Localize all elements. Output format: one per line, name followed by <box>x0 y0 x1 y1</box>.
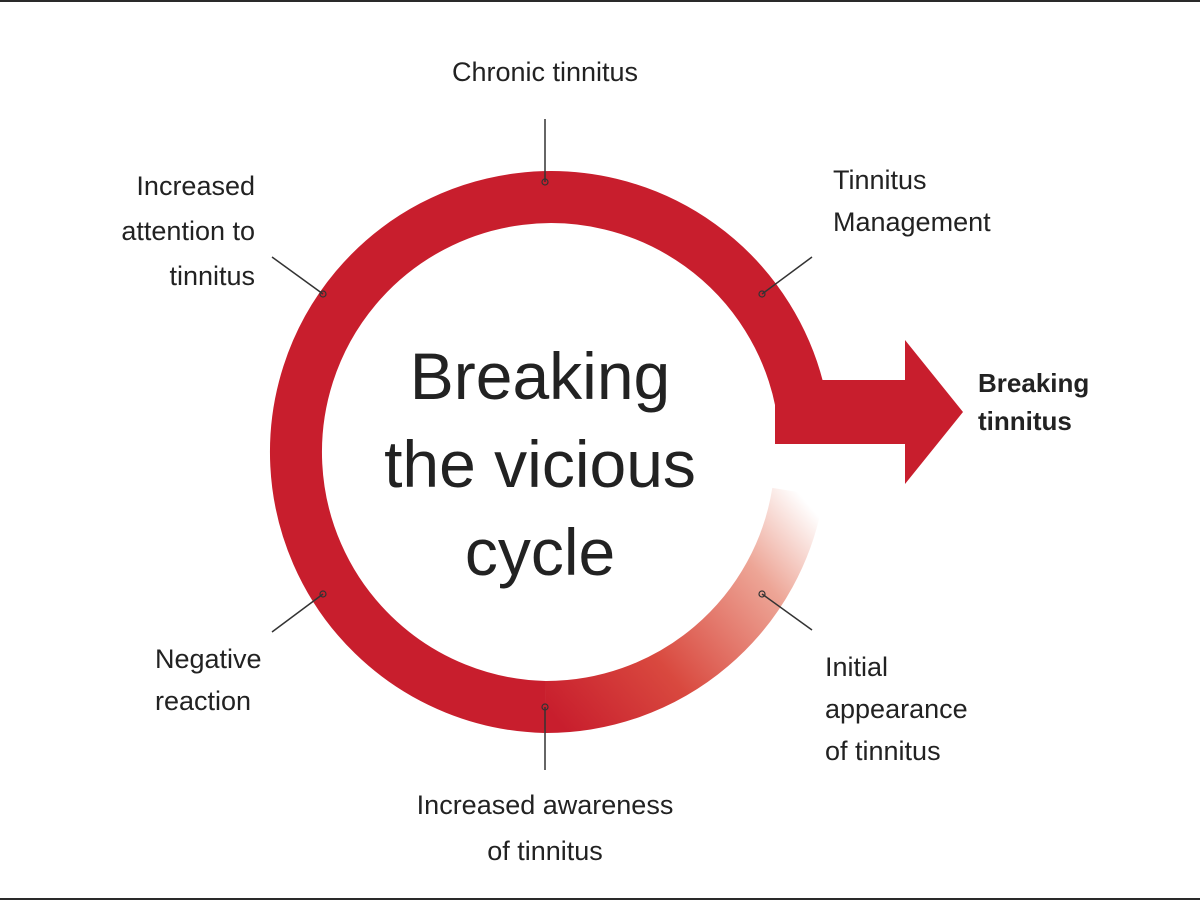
leader-dot-awareness <box>541 703 549 711</box>
stage-label-negative: Negative reaction <box>155 644 262 716</box>
stage-label-awareness: Increased awareness of tinnitus <box>416 790 674 866</box>
leader-dot-management <box>758 290 766 298</box>
stage-label-initial: Initial appearance of tinnitus <box>825 652 968 766</box>
leader-dot-negative <box>319 590 327 598</box>
leader-line-negative <box>271 593 324 633</box>
cycle-ring-arc <box>269 171 827 733</box>
cycle-ring-fade-arc <box>544 487 824 734</box>
leader-line-attention <box>271 256 324 295</box>
leader-line-management <box>761 256 813 295</box>
leader-dot-attention <box>319 290 327 298</box>
leader-line-initial <box>761 593 813 631</box>
exit-label: Breaking tinnitus <box>978 368 1090 436</box>
center-title: Breaking the vicious cycle <box>384 339 696 589</box>
stage-label-chronic: Chronic tinnitus <box>451 57 639 87</box>
exit-arrow <box>775 340 963 484</box>
leader-dot-initial <box>758 590 766 598</box>
stage-label-attention: Increased attention to tinnitus <box>121 171 255 291</box>
stage-label-management: Tinnitus Management <box>833 165 991 237</box>
leader-dot-chronic <box>541 178 549 186</box>
